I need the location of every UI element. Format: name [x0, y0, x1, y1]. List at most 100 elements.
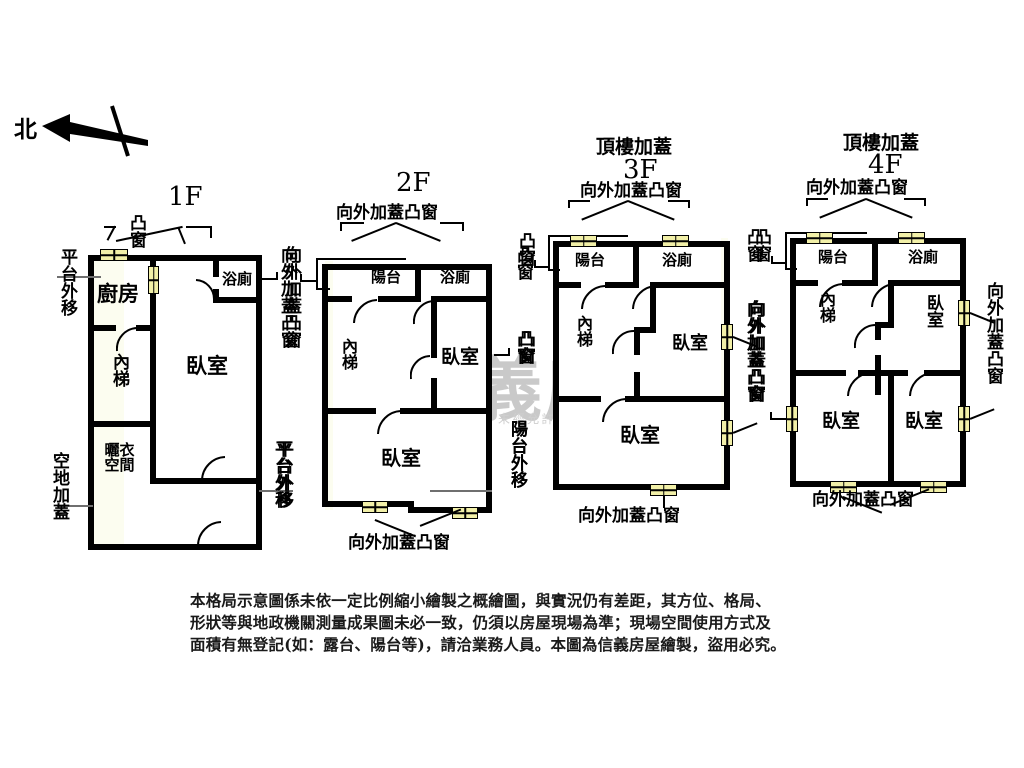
2f-window-bottom-left — [362, 501, 388, 513]
3f-door-bedroom2 — [602, 398, 627, 423]
1f-leader-left-upper — [57, 276, 101, 278]
3f-door-balcony — [581, 285, 606, 310]
2f-room-balcony: 陽台 — [371, 268, 402, 286]
1f-interior-fill-white — [124, 258, 259, 547]
3f-leader-top-right-h — [668, 200, 690, 202]
2f-leader-top-right — [395, 222, 441, 242]
4f-room-bathroom: 浴廁 — [908, 248, 939, 266]
2f-wall-top — [322, 264, 492, 270]
1f-window-interior — [148, 266, 159, 294]
4f-note-top: 向外加蓋凸窗 — [806, 178, 908, 198]
floor-title-3f: 3F — [623, 155, 658, 185]
2f-note-right-lower: 陽台外移 — [507, 420, 527, 488]
2f-room-inner-stair: 內梯 — [342, 337, 359, 373]
2f-leader-left-tick — [300, 274, 302, 282]
3f-room-bathroom: 浴廁 — [662, 251, 693, 269]
2f-door-bedroom1 — [410, 355, 431, 380]
1f-bathroom-wall-left-upper — [213, 255, 219, 277]
4f-window-top-right — [898, 232, 925, 244]
3f-interior-fill — [556, 238, 727, 487]
4f-note-left-upper: 凸窗 — [751, 228, 771, 262]
1f-door-bathroom — [195, 279, 215, 300]
4f-room-bedroom-right-top: 臥室 — [927, 294, 944, 332]
2f-wall-right — [486, 264, 492, 513]
1f-door-entry — [197, 521, 222, 546]
1f-leader-d — [186, 226, 212, 228]
4f-leader-left-lower-tick — [770, 412, 772, 420]
3f-leader-left-upper — [534, 266, 550, 268]
1f-kitchen-divider-left — [88, 325, 116, 331]
4f-bedroom-rt-wall-notch — [875, 322, 894, 328]
3f-leader-bottom — [663, 496, 665, 508]
3f-bedroom1-wall-left-lower — [634, 372, 640, 402]
1f-wall-bottom — [88, 544, 262, 550]
4f-wall-bottom — [790, 481, 966, 487]
3f-leader-left-upper-tick — [534, 260, 536, 268]
1f-room-bathroom: 浴廁 — [222, 270, 253, 288]
3f-balcony-outer-left — [548, 235, 550, 271]
1f-leader-right-upper — [262, 278, 278, 280]
2f-bedroom1-wall-bottom — [431, 408, 492, 414]
floor-title-4f: 4F — [868, 150, 903, 180]
1f-bathroom-wall-left-lower — [213, 289, 219, 303]
1f-note-top: 凸窗 — [126, 214, 146, 248]
3f-stair-bottom-right — [625, 396, 641, 402]
4f-balcony-bottom-right — [842, 280, 878, 286]
3f-leader-top-right-tick — [688, 200, 690, 208]
1f-doorjamb-entry — [188, 544, 198, 550]
2f-bathroom-jamb — [431, 296, 437, 312]
3f-window-top-left — [570, 235, 597, 247]
2f-window-bottom-right — [452, 507, 478, 519]
1f-wall-top — [88, 255, 262, 261]
3f-window-top-right — [662, 235, 689, 247]
4f-leader-top-left-h — [806, 198, 828, 200]
1f-room-kitchen: 廚房 — [97, 281, 139, 306]
2f-door-bathroom — [413, 300, 436, 325]
4f-leader-left-lower — [770, 418, 786, 420]
1f-kitchen-divider-right — [136, 325, 156, 331]
3f-wall-left — [553, 241, 559, 490]
1f-leader-e — [210, 226, 212, 238]
1f-wall-left — [88, 255, 94, 550]
4f-balcony-outer-left — [785, 232, 787, 270]
2f-balcony-bottom-left — [322, 296, 352, 302]
2f-leader-top-left-h — [340, 222, 364, 224]
3f-window-bottom — [650, 484, 677, 496]
2f-note-bottom: 向外加蓋凸窗 — [348, 533, 450, 553]
4f-window-right-lower — [958, 406, 970, 432]
3f-wall-bottom — [553, 484, 730, 490]
3f-wall-balcony-bath-divider — [633, 241, 639, 288]
north-arrow-icon — [42, 105, 148, 157]
2f-leader-top-right-tick — [462, 222, 464, 231]
2f-leader-left — [300, 280, 318, 282]
floor-roofnote-4f: 頂樓加蓋 — [843, 132, 920, 154]
4f-note-right: 向外加蓋凸窗 — [983, 282, 1003, 384]
3f-bedroom1-wall-notch-vert — [634, 327, 640, 355]
4f-window-top-left — [806, 232, 833, 244]
3f-wall-right — [724, 241, 730, 490]
4f-wall-top — [790, 238, 966, 244]
2f-note-left-lower: 平台外移 — [273, 440, 293, 508]
2f-leader-top-left-tick — [340, 222, 342, 231]
2f-leader-top-right-h — [440, 222, 464, 224]
4f-wall-left — [790, 238, 796, 487]
1f-partition-bottom-horizontal — [150, 478, 262, 484]
1f-doorjamb-bedroom — [192, 478, 202, 484]
3f-note-right-upper: 凸窗 — [743, 228, 763, 262]
3f-bedroom1-wall-bottom — [634, 396, 730, 402]
4f-wall-balcony-bath-divider — [872, 238, 878, 286]
2f-note-right-mid: 凸窗 — [513, 330, 533, 364]
2f-room-bedroom-1: 臥室 — [441, 346, 480, 368]
3f-note-left-mid: 凸窗 — [515, 330, 535, 364]
4f-bathroom-bottom — [888, 280, 966, 286]
2f-interior-fill-left — [325, 261, 333, 510]
4f-leader-top-left-tick — [806, 198, 808, 206]
4f-room-bedroom-left-bottom: 臥室 — [822, 410, 861, 432]
2f-bedroom1-wall-left-lower — [431, 378, 437, 414]
2f-bathroom-bottom — [431, 296, 492, 302]
3f-room-bedroom-1: 臥室 — [672, 333, 708, 354]
2f-interior-fill — [325, 261, 489, 510]
2f-room-bathroom: 浴廁 — [440, 268, 471, 286]
3f-door-bedroom1 — [612, 330, 635, 355]
disclaimer-line-3: 面積有無登記(如：露台、陽台等)，請洽業務人員。本圖為信義房屋繪製，盜用必究。 — [190, 635, 786, 654]
